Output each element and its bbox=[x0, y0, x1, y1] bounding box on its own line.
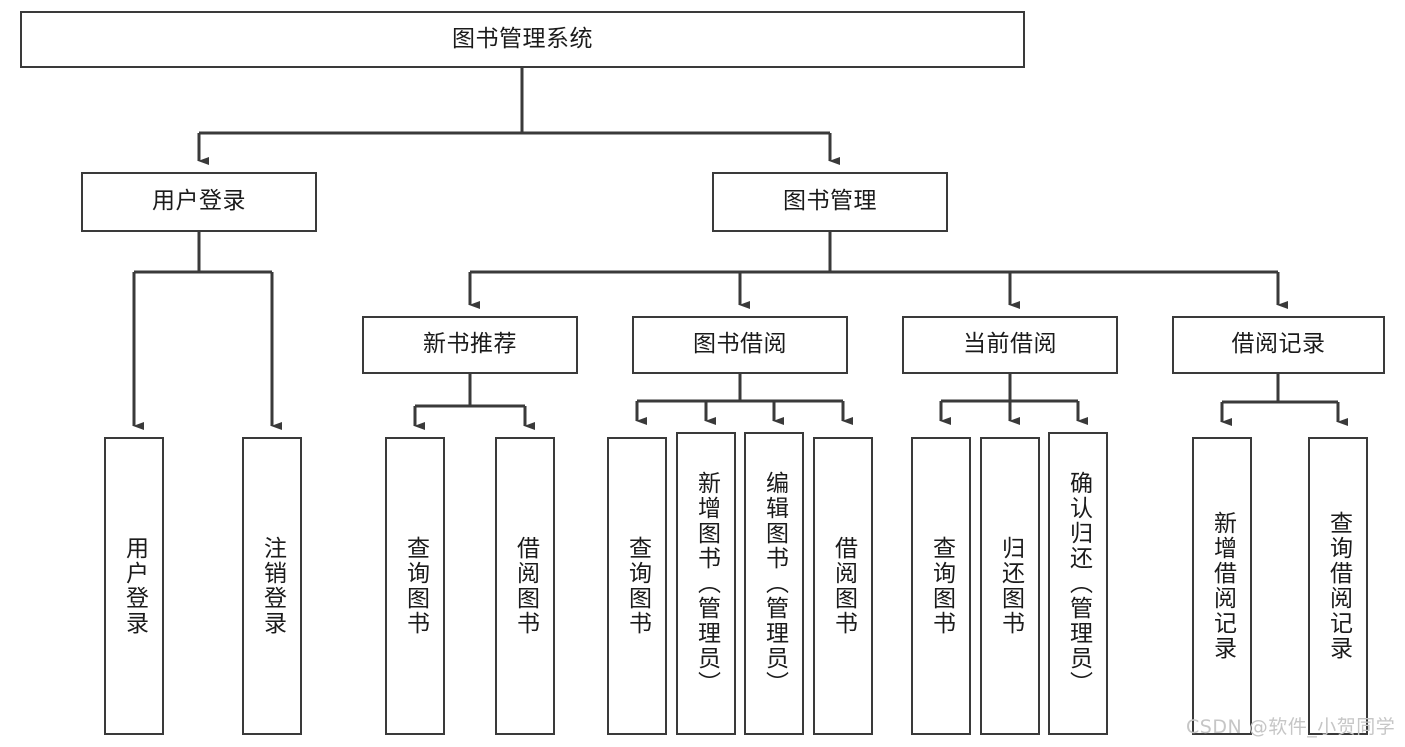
node-current-borrow[interactable]: 当前借阅 bbox=[902, 316, 1118, 374]
node-root[interactable]: 图书管理系统 bbox=[20, 11, 1025, 68]
node-leaf-add-record-label: 新增借阅记录 bbox=[1209, 511, 1236, 661]
node-root-label: 图书管理系统 bbox=[452, 25, 593, 52]
node-leaf-confirm-return-label: 确认归还（管理员） bbox=[1065, 471, 1092, 696]
node-user-login-label: 用户登录 bbox=[152, 188, 246, 215]
node-leaf-add-book-label: 新增图书（管理员） bbox=[693, 471, 720, 696]
node-leaf-query-book-1-label: 查询图书 bbox=[402, 536, 429, 636]
node-leaf-borrow-book-1-label: 借阅图书 bbox=[512, 536, 539, 636]
watermark: CSDN @软件_小贺同学 bbox=[1186, 716, 1396, 738]
node-book-borrow[interactable]: 图书借阅 bbox=[632, 316, 848, 374]
node-leaf-borrow-book-2[interactable]: 借阅图书 bbox=[813, 437, 873, 735]
node-leaf-query-record-label: 查询借阅记录 bbox=[1325, 511, 1352, 661]
node-leaf-edit-book[interactable]: 编辑图书（管理员） bbox=[744, 432, 804, 735]
node-book-manage[interactable]: 图书管理 bbox=[712, 172, 948, 232]
node-leaf-query-book-2-label: 查询图书 bbox=[624, 536, 651, 636]
node-leaf-query-book-3[interactable]: 查询图书 bbox=[911, 437, 971, 735]
node-user-login[interactable]: 用户登录 bbox=[81, 172, 317, 232]
node-leaf-borrow-book-2-label: 借阅图书 bbox=[830, 536, 857, 636]
node-book-manage-label: 图书管理 bbox=[783, 188, 877, 215]
node-leaf-add-book[interactable]: 新增图书（管理员） bbox=[676, 432, 736, 735]
node-borrow-record[interactable]: 借阅记录 bbox=[1172, 316, 1385, 374]
node-leaf-return-book-label: 归还图书 bbox=[997, 536, 1024, 636]
node-leaf-user-login[interactable]: 用户登录 bbox=[104, 437, 164, 735]
node-leaf-logout-login[interactable]: 注销登录 bbox=[242, 437, 302, 735]
node-leaf-query-record[interactable]: 查询借阅记录 bbox=[1308, 437, 1368, 735]
node-borrow-record-label: 借阅记录 bbox=[1231, 331, 1326, 358]
node-leaf-edit-book-label: 编辑图书（管理员） bbox=[761, 471, 788, 696]
node-book-borrow-label: 图书借阅 bbox=[693, 331, 787, 358]
node-current-borrow-label: 当前借阅 bbox=[963, 331, 1057, 358]
node-leaf-return-book[interactable]: 归还图书 bbox=[980, 437, 1040, 735]
node-new-book-rec-label: 新书推荐 bbox=[423, 331, 517, 358]
node-leaf-logout-login-label: 注销登录 bbox=[259, 536, 286, 636]
node-leaf-query-book-2[interactable]: 查询图书 bbox=[607, 437, 667, 735]
node-leaf-query-book-1[interactable]: 查询图书 bbox=[385, 437, 445, 735]
node-leaf-query-book-3-label: 查询图书 bbox=[928, 536, 955, 636]
node-new-book-rec[interactable]: 新书推荐 bbox=[362, 316, 578, 374]
node-leaf-borrow-book-1[interactable]: 借阅图书 bbox=[495, 437, 555, 735]
node-leaf-user-login-label: 用户登录 bbox=[121, 536, 148, 636]
node-leaf-confirm-return[interactable]: 确认归还（管理员） bbox=[1048, 432, 1108, 735]
node-leaf-add-record[interactable]: 新增借阅记录 bbox=[1192, 437, 1252, 735]
